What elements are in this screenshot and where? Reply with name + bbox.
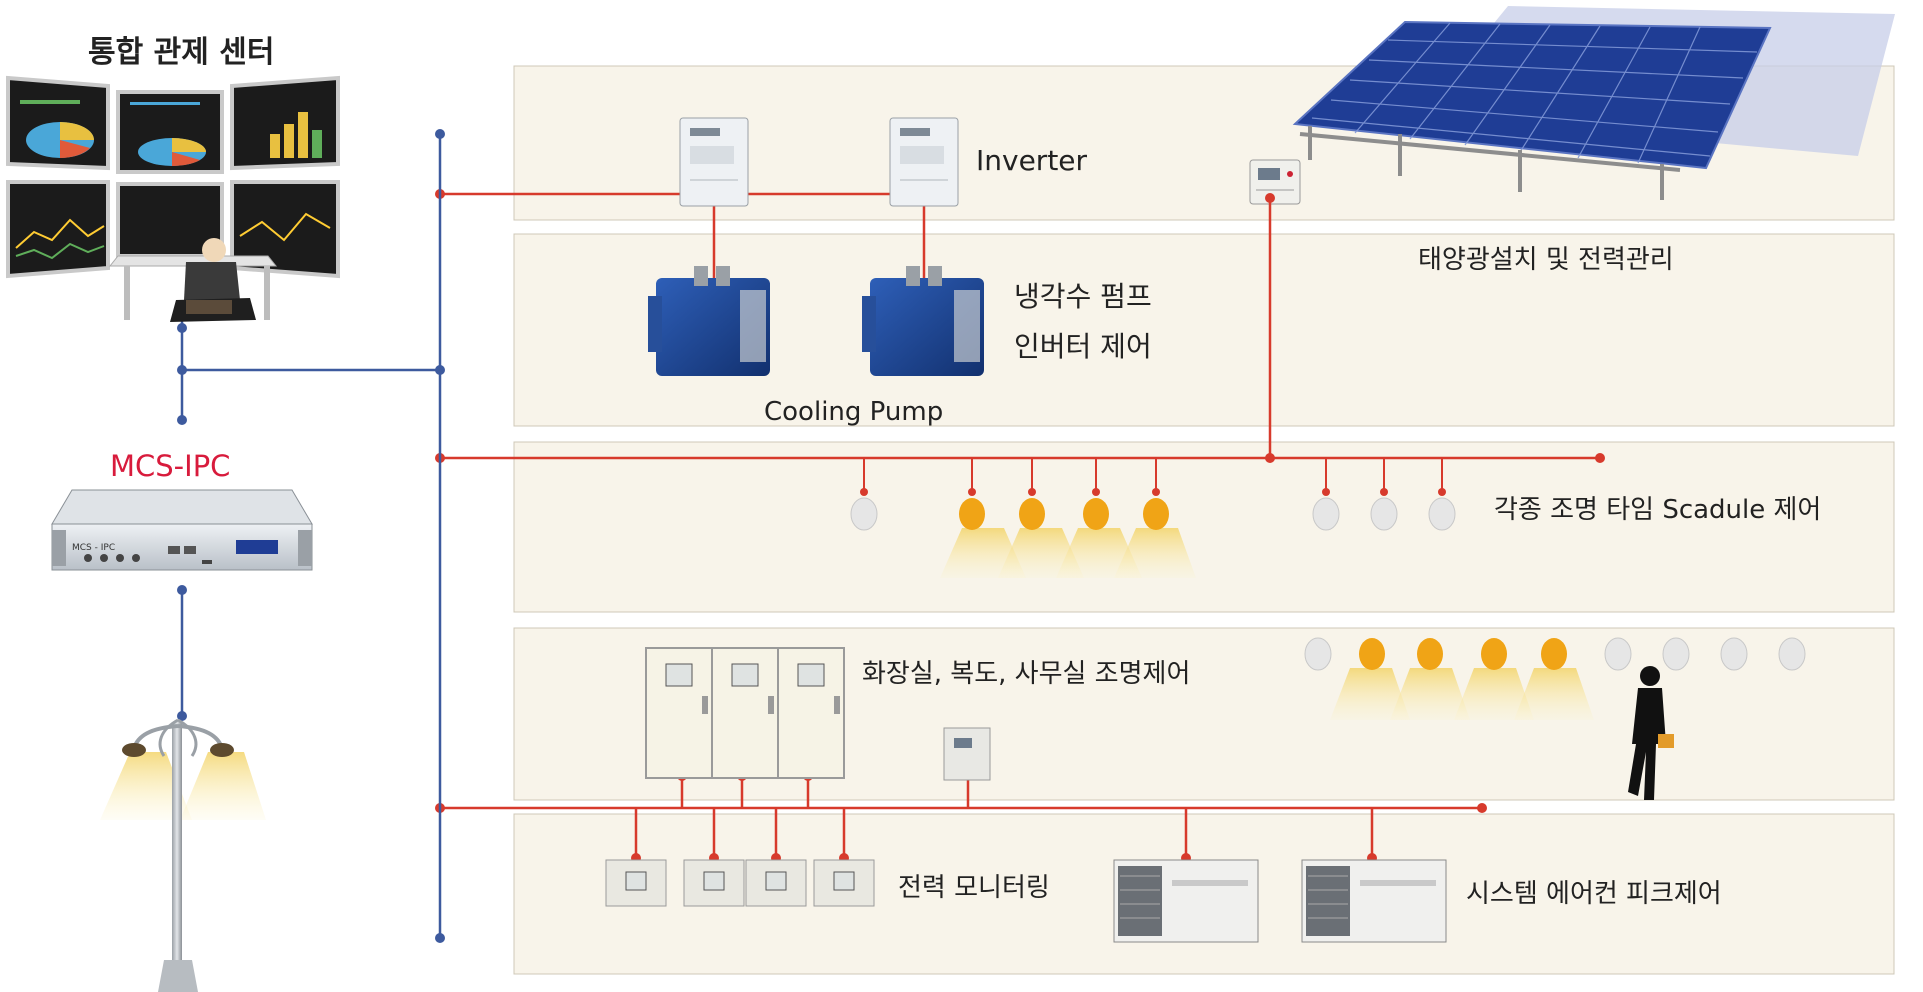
street-lamp xyxy=(100,718,266,992)
lighting-schedule-label: 각종 조명 타임 Scadule 제어 xyxy=(1494,495,1821,525)
cooling-pump-2 xyxy=(862,266,984,376)
office-lighting-label: 화장실, 복도, 사무실 조명제어 xyxy=(862,659,1190,689)
power-meter-icon xyxy=(605,859,667,907)
solar-label: 태양광설치 및 전력관리 xyxy=(1418,245,1674,275)
light-bulb-on-icon xyxy=(1359,638,1385,670)
walking-person-icon xyxy=(1628,666,1674,800)
network-line-nodes xyxy=(177,129,445,943)
air-conditioner-unit-2 xyxy=(1301,859,1447,943)
control-center-monitor-wall xyxy=(6,75,340,279)
light-bulb-off-icon xyxy=(1370,458,1398,531)
ipc-device-label: MCS - IPC xyxy=(72,543,115,553)
power-meter-icon xyxy=(683,859,745,907)
operator-desk xyxy=(108,238,278,322)
light-bulb-off-icon xyxy=(1720,637,1748,671)
light-bulb-off-icon xyxy=(850,458,878,531)
cooling-pump-1 xyxy=(648,266,770,376)
light-bulb-off-icon xyxy=(1312,458,1340,531)
pump-label-line1: 냉각수 펌프 xyxy=(1014,280,1152,313)
inverter-device-1 xyxy=(679,117,749,207)
power-meter-icon xyxy=(813,859,875,907)
zone-lighting-band xyxy=(513,441,1895,613)
office-switch-panel xyxy=(943,727,991,781)
power-meter-row xyxy=(605,859,875,907)
ipc-title: MCS-IPC xyxy=(110,449,230,483)
inverter-device-2 xyxy=(889,117,959,207)
power-monitoring-label: 전력 모니터링 xyxy=(898,873,1050,903)
light-bulb-off-icon xyxy=(1778,637,1806,671)
mcs-ipc-device: MCS - IPC xyxy=(51,489,313,571)
lighting-zone-bulbs xyxy=(850,458,1456,578)
solar-meter-icon xyxy=(1249,159,1301,205)
office-zone-bulbs xyxy=(1304,637,1806,720)
cooling-pump-caption: Cooling Pump xyxy=(764,397,943,427)
light-bulb-on-icon xyxy=(1114,458,1196,578)
power-meter-icon xyxy=(745,859,807,907)
light-bulb-off-icon xyxy=(1662,637,1690,671)
solar-panel-array xyxy=(1292,6,1895,200)
aircon-peak-label: 시스템 에어컨 피크제어 xyxy=(1466,879,1722,909)
inverter-label: Inverter xyxy=(976,144,1088,177)
light-bulb-on-icon xyxy=(1417,638,1443,670)
office-control-cabinet xyxy=(645,647,845,779)
pump-label-line2: 인버터 제어 xyxy=(1014,330,1152,363)
air-conditioner-unit-1 xyxy=(1113,859,1259,943)
light-bulb-on-icon xyxy=(1481,638,1507,670)
light-bulb-off-icon xyxy=(1304,637,1332,671)
light-bulb-off-icon xyxy=(1428,458,1456,531)
light-bulb-on-icon xyxy=(1541,638,1567,670)
control-center-title: 통합 관제 센터 xyxy=(88,35,275,70)
light-bulb-off-icon xyxy=(1604,637,1632,671)
